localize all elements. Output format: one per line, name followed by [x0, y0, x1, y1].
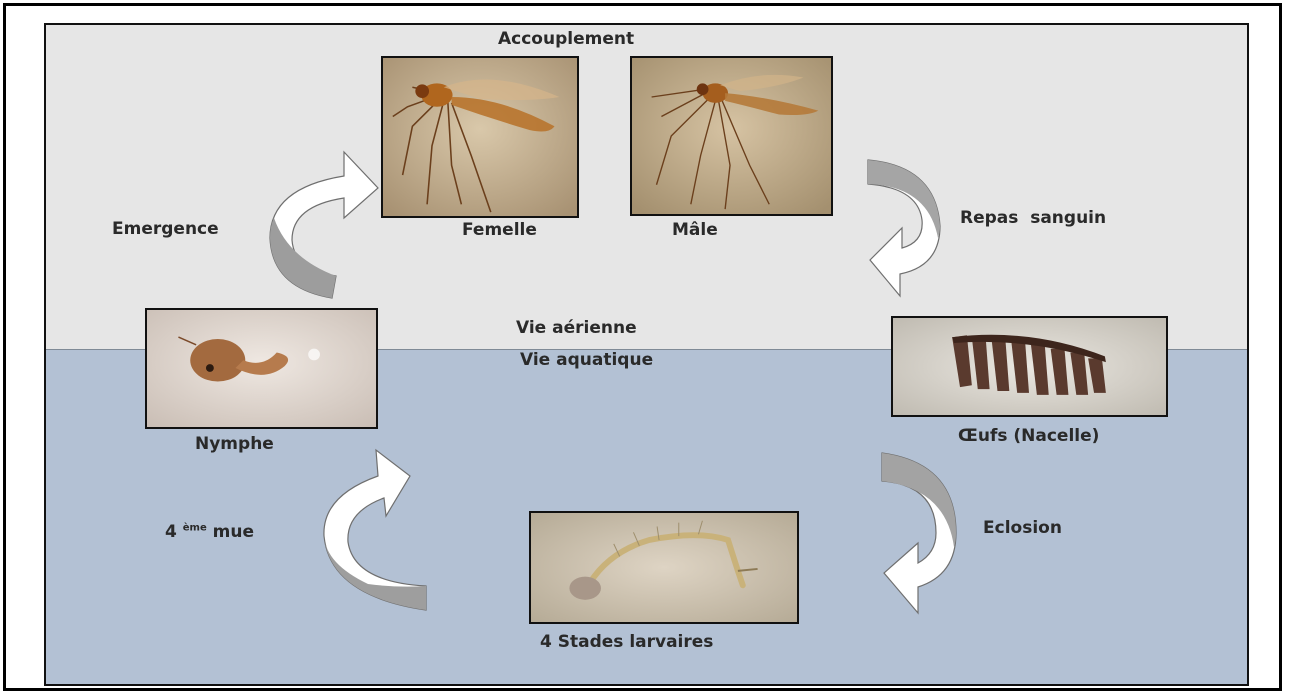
arrow-emergence — [262, 148, 382, 300]
label-vie-aquatique: Vie aquatique — [520, 350, 653, 370]
arrow-mue — [318, 446, 428, 614]
label-larves: 4 Stades larvaires — [540, 632, 713, 652]
label-male: Mâle — [672, 220, 718, 240]
label-vie-aerienne: Vie aérienne — [516, 318, 637, 338]
label-nymphe: Nymphe — [195, 434, 274, 454]
arrow-repas-sanguin — [866, 156, 946, 308]
label-femelle: Femelle — [462, 220, 537, 240]
label-eclosion: Eclosion — [983, 518, 1062, 538]
egg-raft-photo — [891, 316, 1168, 417]
label-4eme-mue: 4 ème mue — [165, 522, 254, 542]
pupa-photo — [145, 308, 378, 429]
label-oeufs: Œufs (Nacelle) — [958, 426, 1099, 446]
arrow-eclosion — [878, 449, 962, 621]
mosquito-male-photo — [630, 56, 833, 216]
mue-superscript: ème — [183, 522, 207, 533]
label-emergence: Emergence — [112, 219, 219, 239]
larva-photo — [529, 511, 799, 624]
mosquito-female-photo — [381, 56, 579, 218]
label-repas-sanguin: Repas sanguin — [960, 208, 1106, 228]
label-accouplement: Accouplement — [498, 29, 634, 49]
mue-number: 4 — [165, 522, 177, 542]
mue-word: mue — [213, 522, 254, 542]
